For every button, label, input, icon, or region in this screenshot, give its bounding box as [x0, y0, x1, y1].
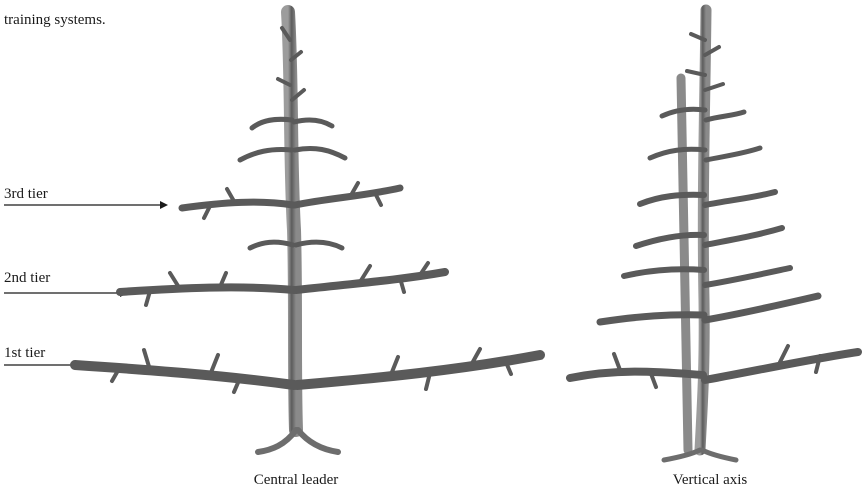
trees-illustration — [0, 0, 868, 470]
vertical-axis-tree-illustration — [570, 10, 858, 460]
central-leader-tree-illustration — [75, 12, 540, 452]
caption-central-leader: Central leader — [196, 472, 396, 489]
caption-vertical-axis: Vertical axis — [610, 472, 810, 489]
